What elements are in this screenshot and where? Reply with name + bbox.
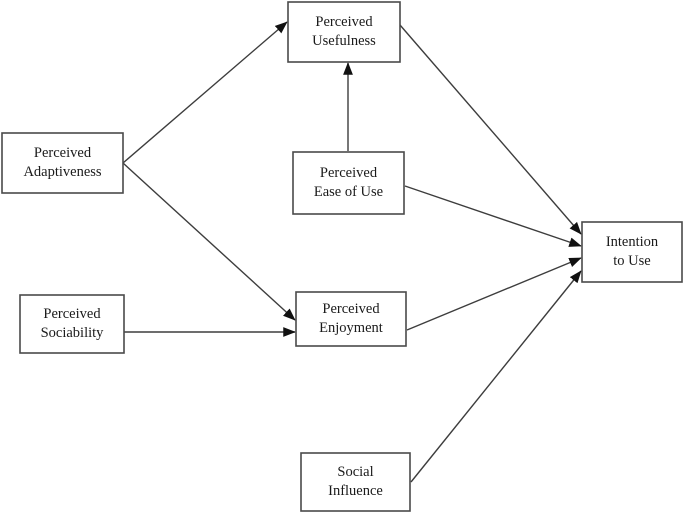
- node-label-perceived_usefulness: Perceived: [315, 14, 373, 30]
- node-label-perceived_ease_of_use: Perceived: [320, 165, 378, 181]
- node-box-perceived_usefulness: [287, 1, 401, 63]
- edge-adaptiveness-to-enjoyment: [122, 162, 296, 321]
- node-label-perceived_sociability: Sociability: [41, 325, 105, 341]
- node-box-perceived_sociability: [19, 294, 125, 354]
- node-intention_to_use[interactable]: Intention to Use: [581, 221, 683, 283]
- node-box-perceived_enjoyment: [295, 291, 407, 347]
- node-label-perceived_usefulness: Usefulness: [312, 33, 376, 49]
- node-label-intention_to_use: Intention: [606, 234, 659, 250]
- edge-social-influence-to-intention: [410, 270, 582, 483]
- node-label-intention_to_use: to Use: [613, 253, 650, 269]
- edges-layer: [122, 21, 582, 483]
- node-label-perceived_adaptiveness: Adaptiveness: [23, 164, 101, 180]
- node-box-perceived_adaptiveness: [1, 132, 124, 194]
- node-label-perceived_sociability: Perceived: [43, 306, 101, 322]
- edge-usefulness-to-intention: [399, 24, 582, 235]
- edge-enjoyment-to-intention: [406, 257, 582, 331]
- node-label-social_influence: Social: [337, 464, 373, 480]
- edge-adaptiveness-to-usefulness: [122, 21, 288, 164]
- node-label-perceived_adaptiveness: Perceived: [34, 145, 92, 161]
- node-box-intention_to_use: [581, 221, 683, 283]
- node-label-perceived_ease_of_use: Ease of Use: [314, 184, 383, 200]
- node-label-social_influence: Influence: [328, 483, 383, 499]
- node-label-perceived_enjoyment: Perceived: [322, 301, 380, 317]
- node-box-social_influence: [300, 452, 411, 512]
- node-label-perceived_enjoyment: Enjoyment: [319, 320, 383, 336]
- node-box-perceived_ease_of_use: [292, 151, 405, 215]
- edge-ease-of-use-to-intention: [404, 185, 582, 247]
